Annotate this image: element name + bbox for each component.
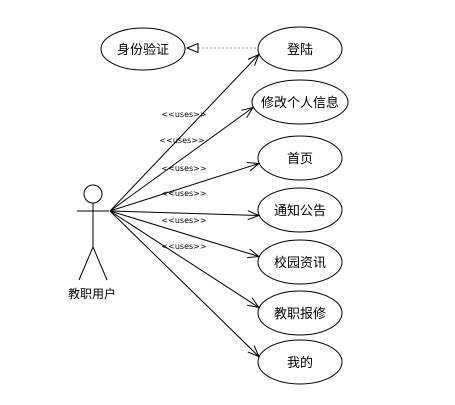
use-case-6: 教职报修 <box>257 290 343 336</box>
association-arrowhead <box>247 53 260 66</box>
use-case-7: 我的 <box>257 339 343 385</box>
uses-label: <<uses>> <box>159 136 204 145</box>
association-arrowhead <box>246 248 261 259</box>
association-line <box>109 163 259 212</box>
use-case-2: 修改个人信息 <box>251 79 349 125</box>
use-case-ellipse <box>257 239 343 285</box>
use-case-label: 修改个人信息 <box>261 95 339 111</box>
use-case-ellipse <box>257 26 343 72</box>
use-case-ellipse <box>257 187 343 233</box>
use-case-4: 通知公告 <box>257 187 343 233</box>
use-case-label: 教职报修 <box>274 306 326 322</box>
use-case-label: 我的 <box>287 355 313 371</box>
association-line <box>109 210 260 357</box>
association-line <box>109 210 259 257</box>
include-use-case-ellipse <box>100 27 186 71</box>
use-case-label: 登陆 <box>287 42 313 58</box>
use-case-5: 校园资讯 <box>257 239 343 285</box>
use-case-ellipse <box>257 135 343 181</box>
actor-label: 教职用户 <box>68 286 116 301</box>
use-case-label: 首页 <box>287 152 313 167</box>
uses-label: <<uses>> <box>161 164 206 173</box>
association-line <box>109 210 260 308</box>
uses-label: <<uses>> <box>161 110 206 119</box>
association-arrowhead <box>247 297 260 309</box>
include-use-case-label: 身份验证 <box>117 42 169 58</box>
association-layer: <<uses>> <<uses>> <<uses>> <<uses>> <<uses>>… <box>109 53 261 358</box>
uses-label: <<uses>> <box>161 242 206 251</box>
use-case-ellipse <box>257 339 343 385</box>
include-use-case: 身份验证 <box>100 27 186 71</box>
actor-head <box>83 184 103 204</box>
use-case-label: 通知公告 <box>274 203 326 219</box>
use-case-label: 校园资讯 <box>274 255 326 271</box>
actor-figure <box>77 184 109 281</box>
actor-right-leg <box>92 246 108 281</box>
association-line <box>109 210 259 216</box>
use-case-ellipse <box>251 79 349 125</box>
use-case-ellipse <box>257 290 343 336</box>
actor-left-leg <box>78 246 94 281</box>
uses-label: <<uses>> <box>161 216 206 225</box>
association-arrowhead <box>241 106 255 118</box>
association-line <box>109 54 260 212</box>
association-arrowhead <box>247 345 260 358</box>
association-line <box>109 107 254 212</box>
use-case-3: 首页 <box>257 135 343 181</box>
use-case-1: 登陆 <box>257 26 343 72</box>
include-arrowhead <box>185 42 199 54</box>
association-arrowhead <box>246 162 261 172</box>
association-arrowhead <box>247 210 261 221</box>
uses-label: <<uses>> <box>161 189 206 198</box>
